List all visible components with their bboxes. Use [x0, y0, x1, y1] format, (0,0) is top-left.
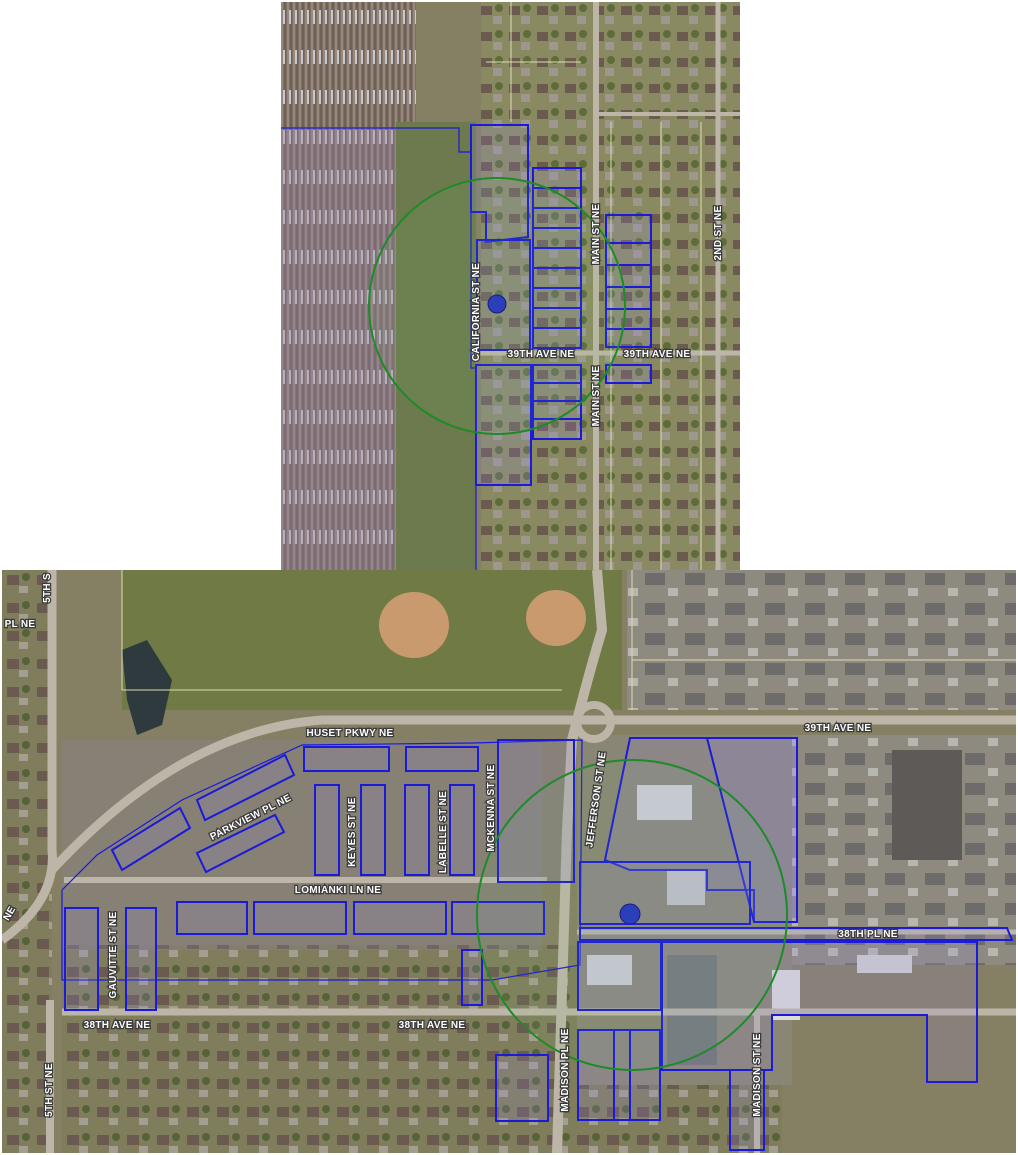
housing-complex-area: [62, 740, 542, 950]
site-location-marker[interactable]: [487, 294, 507, 314]
building: [667, 870, 705, 905]
roundabout: [573, 701, 615, 743]
industrial-north: [627, 570, 1016, 710]
5th-st-road: [2, 570, 57, 944]
street-label-5th-top: 5TH S: [42, 573, 53, 603]
site-parcels: [577, 737, 1014, 1151]
map-bottom-svg: HUSET PKWY NE 39TH AVE NE PARKVIEW PL NE…: [2, 570, 1016, 1153]
street-label-lomianki: LOMIANKI LN NE: [295, 885, 381, 896]
parcel-school: [476, 239, 531, 351]
parcel-park-south: [475, 364, 532, 486]
building: [587, 955, 632, 985]
street-label-5th-bottom: 5TH ST NE: [44, 1063, 55, 1117]
map-panel-bottom[interactable]: HUSET PKWY NE 39TH AVE NE PARKVIEW PL NE…: [2, 570, 1016, 1153]
street-label-39th-west: 39TH AVE NE: [508, 349, 575, 360]
huset-39th-road: [48, 715, 1016, 874]
map-top-svg: CALIFORNIA ST NE MAIN ST NE MAIN ST NE 2…: [281, 2, 740, 570]
street-label-madison-st: MADISON ST NE: [752, 1033, 763, 1116]
street-label-labelle: LABELLE ST NE: [438, 791, 449, 873]
townhouse-parcels: [64, 739, 575, 1122]
ballfield-west: [379, 592, 449, 658]
park-strip: [396, 122, 476, 570]
street-label-madison-pl: MADISON PL NE: [560, 1028, 571, 1111]
street-label-pl-ne-top: PL NE: [5, 619, 36, 630]
building: [857, 955, 912, 973]
street-label-gauvitte: GAUVITTE ST NE: [108, 911, 119, 998]
street-label-2nd: 2ND ST NE: [713, 206, 724, 261]
street-label-huset: HUSET PKWY NE: [306, 728, 393, 739]
street-label-california: CALIFORNIA ST NE: [471, 263, 482, 361]
site-location-marker[interactable]: [619, 903, 641, 925]
rail-yard: [281, 2, 416, 570]
building: [637, 785, 692, 820]
street-label-38th-ave-west: 38TH AVE NE: [84, 1020, 151, 1031]
street-label-38th-pl: 38TH PL NE: [838, 929, 898, 940]
map-panel-top[interactable]: CALIFORNIA ST NE MAIN ST NE MAIN ST NE 2…: [281, 2, 740, 570]
street-label-main-lower: MAIN ST NE: [591, 366, 602, 427]
street-label-39th-east: 39TH AVE NE: [624, 349, 691, 360]
pond: [122, 640, 172, 735]
residential-west: [2, 570, 52, 1153]
ballfield-east: [526, 590, 586, 646]
parcel-school-north: [470, 124, 529, 244]
building: [892, 750, 962, 860]
housing-complex-outline: [61, 739, 583, 981]
street-label-39th: 39TH AVE NE: [805, 723, 872, 734]
street-label-main-upper: MAIN ST NE: [591, 204, 602, 265]
street-label-38th-ave-mid: 38TH AVE NE: [399, 1020, 466, 1031]
street-label-keyes: KEYES ST NE: [347, 797, 358, 866]
parcel-row-east-main: [605, 214, 652, 384]
street-label-mckenna: MCKENNA ST NE: [486, 765, 497, 852]
